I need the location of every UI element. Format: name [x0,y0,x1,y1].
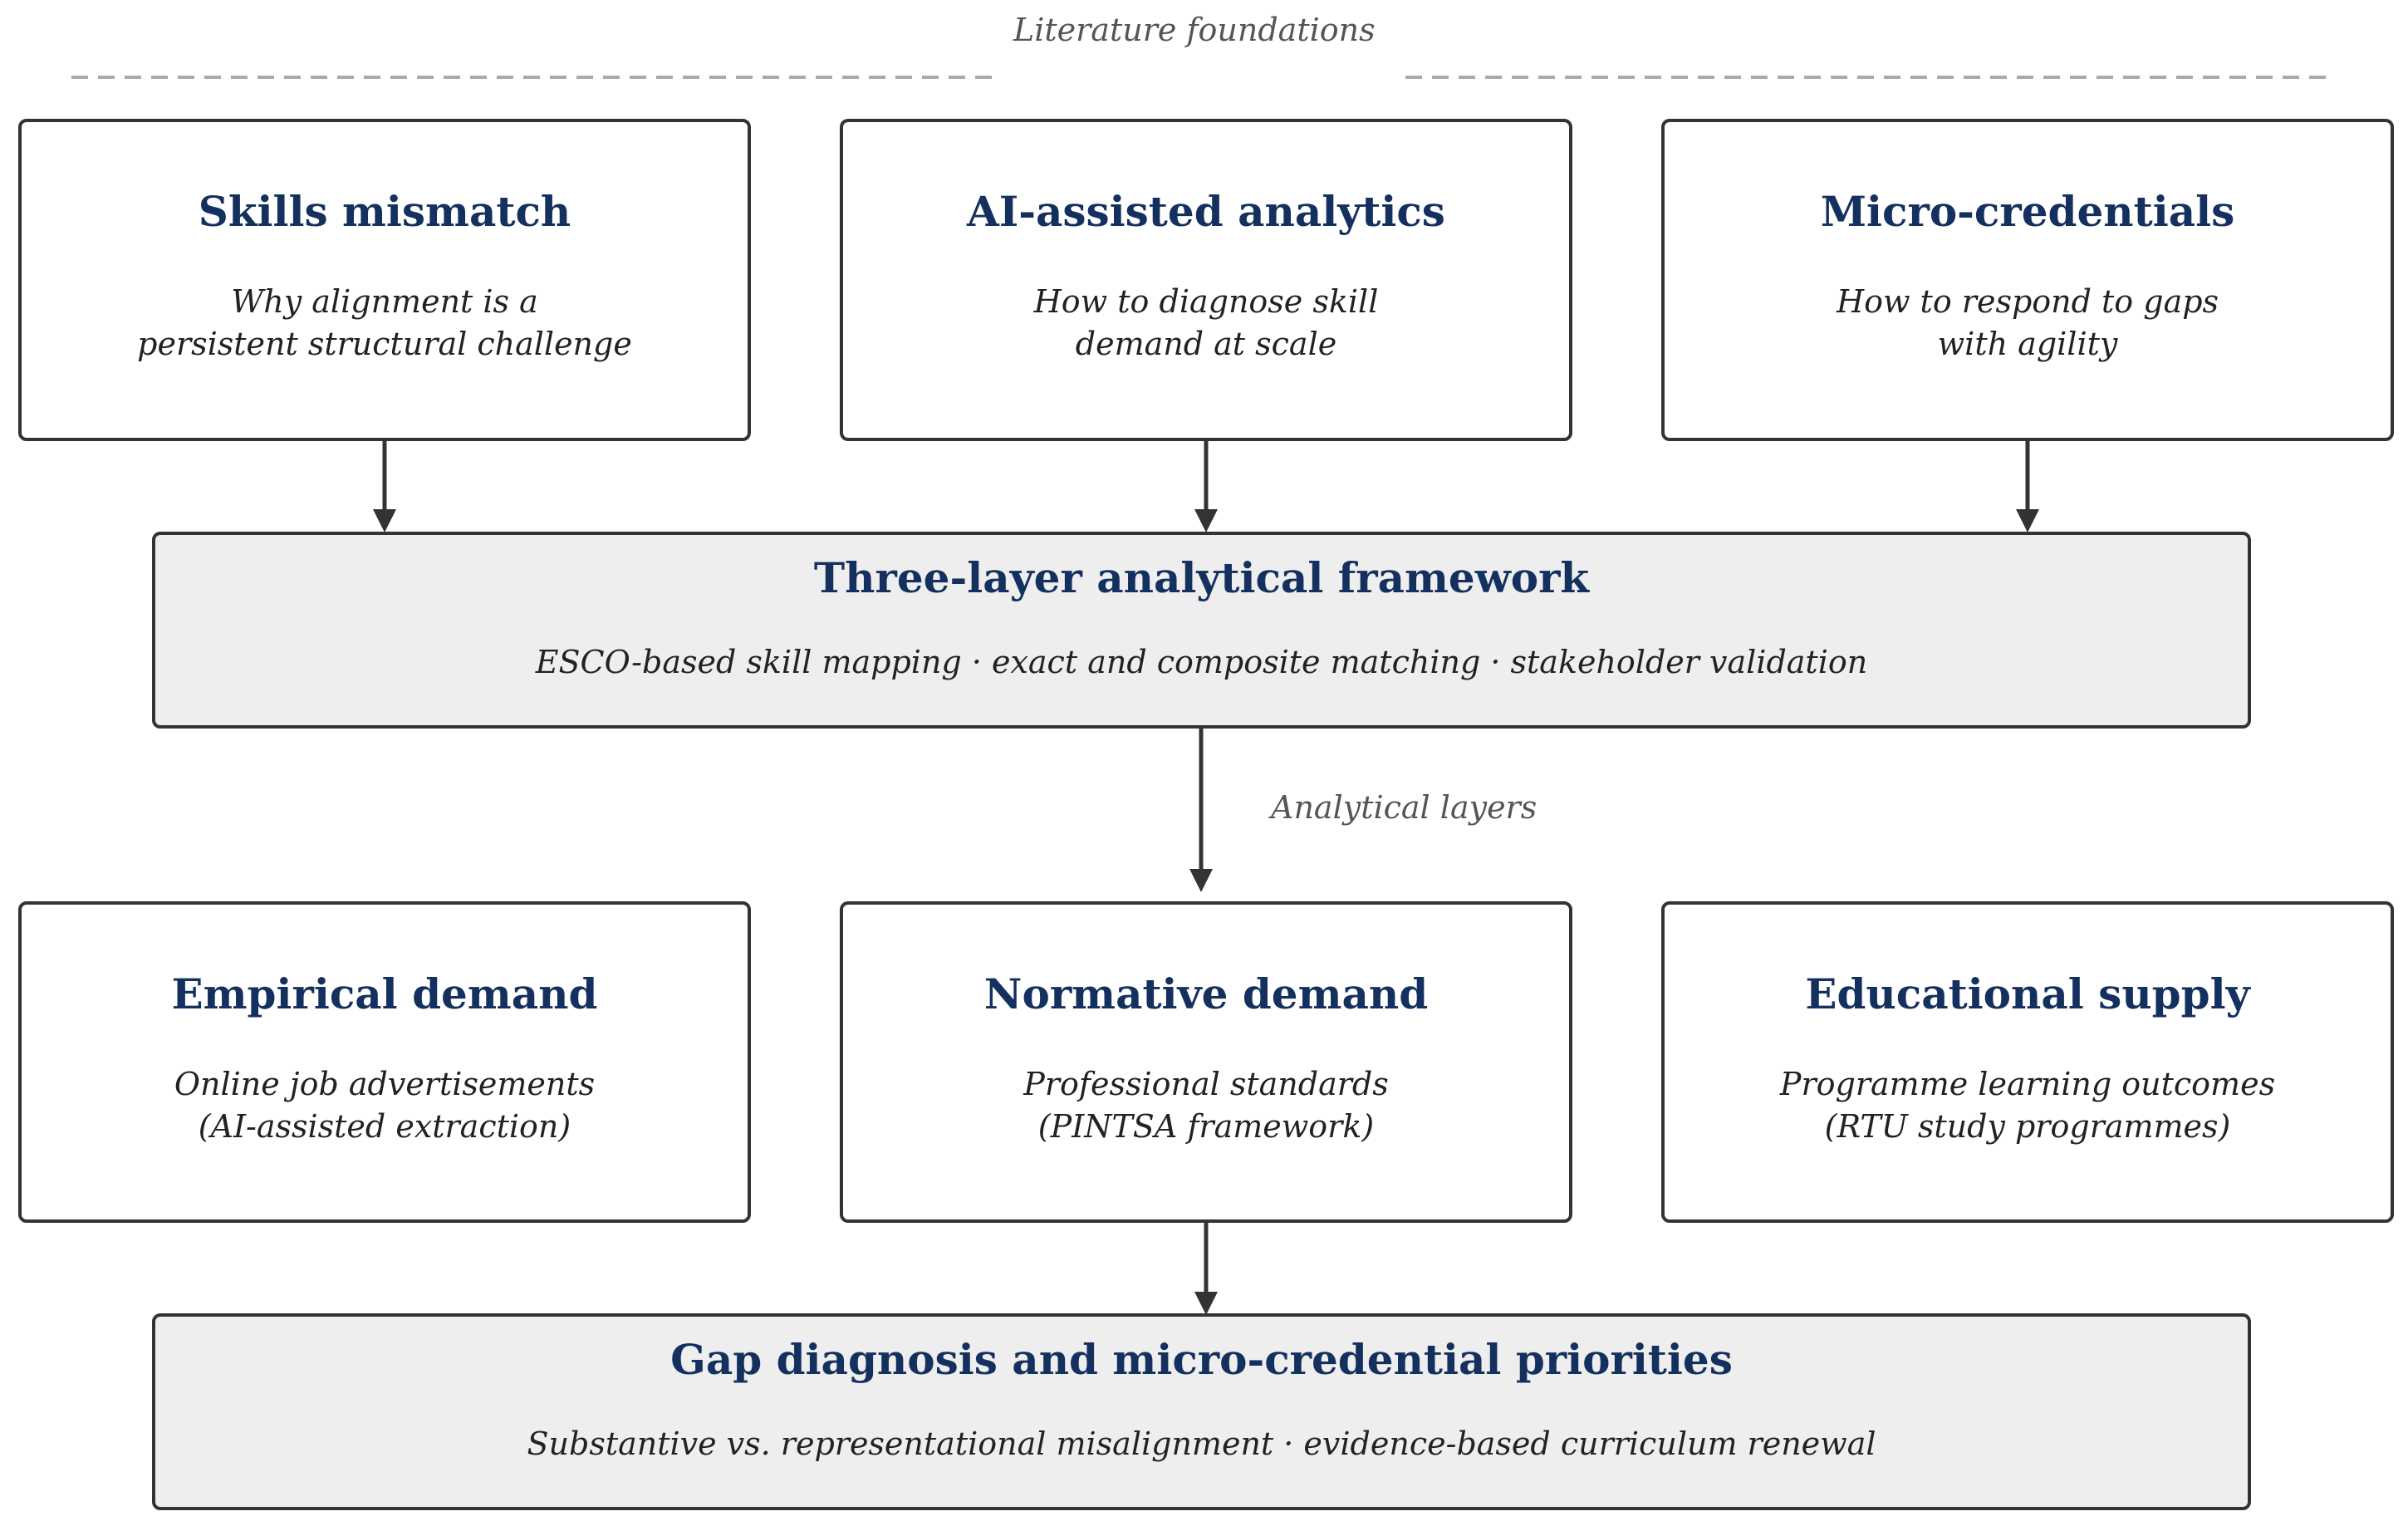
literature-foundations-label: Literature foundations [1013,12,1376,48]
ai-analytics-box: AI-assisted analytics How to diagnose sk… [840,119,1572,441]
educational-supply-description: Programme learning outcomes (RTU study p… [1779,1066,2276,1145]
analytical-layers-label: Analytical layers [1271,789,1537,826]
micro-credentials-box: Micro-credentials How to respond to gaps… [1661,119,2394,441]
skills-mismatch-description: Why alignment is a persistent structural… [137,283,632,362]
micro-credentials-description: How to respond to gaps with agility [1836,283,2219,362]
outcome-title: Gap diagnosis and micro-credential prior… [670,1335,1733,1384]
framework-box: Three-layer analytical framework ESCO-ba… [152,532,2251,729]
arrow-layers-to-outcome [1194,1223,1218,1315]
arrow-microcred-to-framework [2016,441,2039,532]
framework-title: Three-layer analytical framework [813,553,1590,602]
ai-analytics-title: AI-assisted analytics [967,187,1445,236]
normative-demand-box: Normative demand Professional standards … [840,901,1572,1223]
arrow-analytics-to-framework [1194,441,1218,532]
empirical-demand-box: Empirical demand Online job advertisemen… [18,901,751,1223]
skills-mismatch-title: Skills mismatch [198,187,571,236]
normative-demand-description: Professional standards (PINTSA framework… [1023,1066,1389,1145]
outcome-box: Gap diagnosis and micro-credential prior… [152,1313,2251,1510]
framework-description: ESCO-based skill mapping · exact and com… [535,644,1868,680]
micro-credentials-title: Micro-credentials [1820,187,2235,236]
skills-mismatch-box: Skills mismatch Why alignment is a persi… [18,119,751,441]
normative-demand-title: Normative demand [983,969,1429,1018]
educational-supply-title: Educational supply [1805,969,2250,1018]
educational-supply-box: Educational supply Programme learning ou… [1661,901,2394,1223]
empirical-demand-description: Online job advertisements (AI-assisted e… [174,1066,596,1145]
ai-analytics-description: How to diagnose skill demand at scale [1033,283,1379,362]
arrow-framework-to-layers [1189,729,1213,892]
empirical-demand-title: Empirical demand [171,969,598,1018]
arrow-skills-to-framework [373,441,396,532]
outcome-description: Substantive vs. representational misalig… [527,1425,1876,1462]
